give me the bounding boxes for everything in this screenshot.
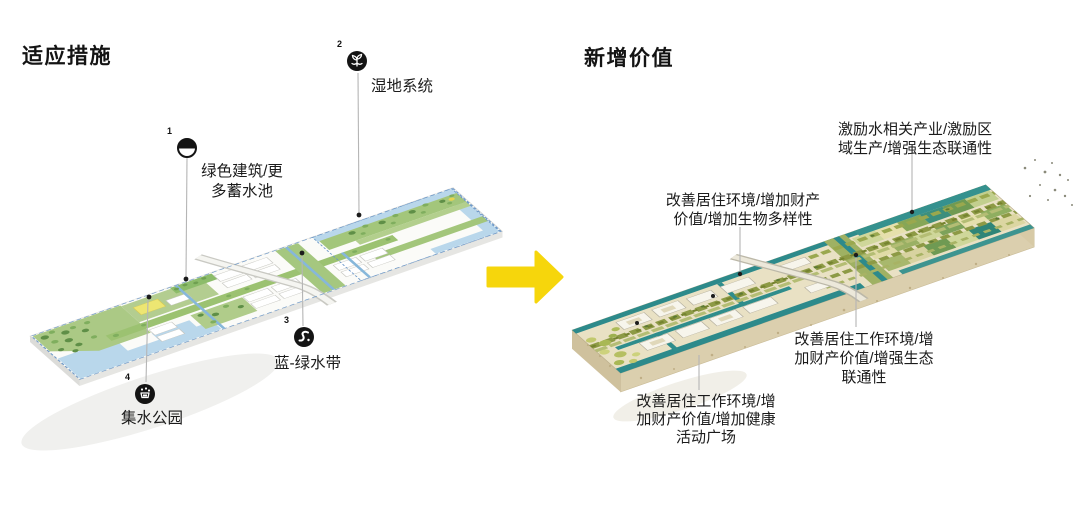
right-site-plan-illustration	[571, 159, 1073, 393]
left-site-plan-illustration	[29, 187, 504, 386]
value-label-biodiversity: 改善居住环境/增加财产 价值/增加生物多样性	[665, 192, 821, 228]
reservoir-icon	[177, 138, 197, 158]
marker-2-label: 湿地系统	[371, 78, 434, 95]
curved-road	[729, 254, 869, 303]
trees	[40, 194, 455, 353]
right-plan-shadow	[613, 370, 747, 422]
site-boundary-dashed	[30, 187, 502, 380]
catchment-park-icon	[135, 384, 155, 404]
marker-number: 4	[125, 372, 131, 382]
right-panel-title: 新增价值	[584, 47, 674, 70]
marker-1: 1	[167, 126, 197, 158]
plaza-square	[132, 298, 167, 316]
marker-1-label: 绿色建筑/更 多蓄水池	[201, 163, 283, 200]
curved-road	[194, 254, 337, 306]
vegetation-clusters	[585, 322, 641, 366]
water-wave-icon	[294, 327, 314, 347]
wetland-plant-icon	[347, 51, 367, 71]
value-label-health-plaza: 改善居住工作环境/增 加财产价值/增加健康 活动广场	[636, 393, 776, 446]
marker-dots	[146, 209, 915, 325]
marker-2: 2	[337, 39, 367, 71]
marker-3-label: 蓝-绿水带	[274, 355, 342, 372]
courtyards	[625, 305, 734, 346]
right-arrow-icon	[486, 250, 564, 304]
left-panel-title: 适应措施	[22, 45, 112, 68]
spray-specks	[1023, 159, 1073, 206]
base-left-face	[572, 330, 621, 392]
yellow-dot	[448, 197, 455, 201]
marker-number: 2	[337, 39, 343, 49]
canals	[174, 246, 371, 329]
marker-4: 4	[125, 372, 155, 404]
marker-number: 1	[167, 126, 173, 136]
building-blocks	[148, 247, 396, 342]
marker-number: 3	[284, 315, 290, 325]
leader-lines	[145, 72, 913, 390]
value-label-industry: 激励水相关产业/激励区 域生产/增强生态联通性	[838, 121, 993, 157]
value-label-connectivity: 改善居住工作环境/增 加财产价值/增强生态 联通性	[794, 331, 934, 386]
base-speckles	[586, 254, 1010, 380]
teal-water-channels	[572, 184, 1035, 374]
marker-3: 3	[284, 315, 314, 347]
marker-4-label: 集水公园	[121, 410, 184, 427]
shrubs	[644, 208, 1000, 328]
